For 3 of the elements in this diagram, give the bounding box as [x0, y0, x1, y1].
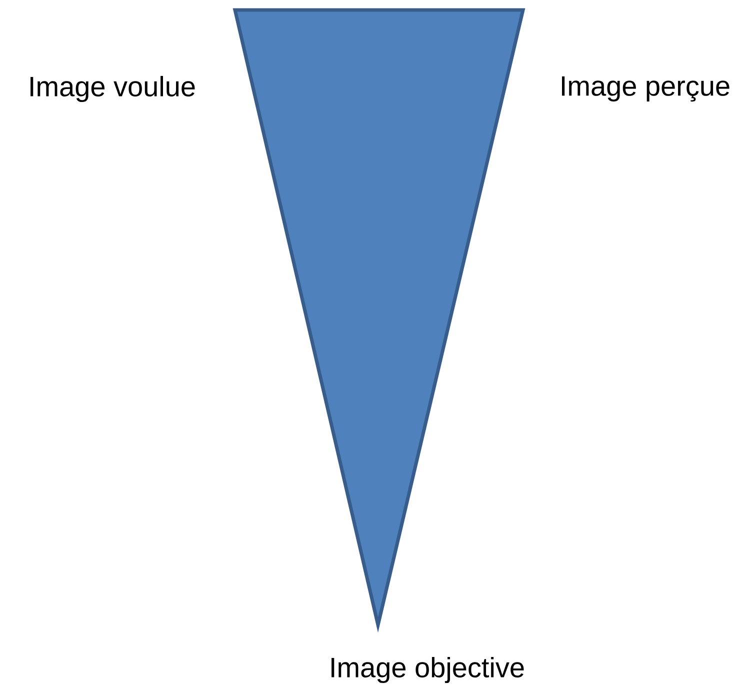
vertex-label: Image voulue [30, 76, 195, 102]
vertex-label: Image perçue [562, 76, 730, 102]
vertex-label: Image objective [332, 656, 524, 684]
